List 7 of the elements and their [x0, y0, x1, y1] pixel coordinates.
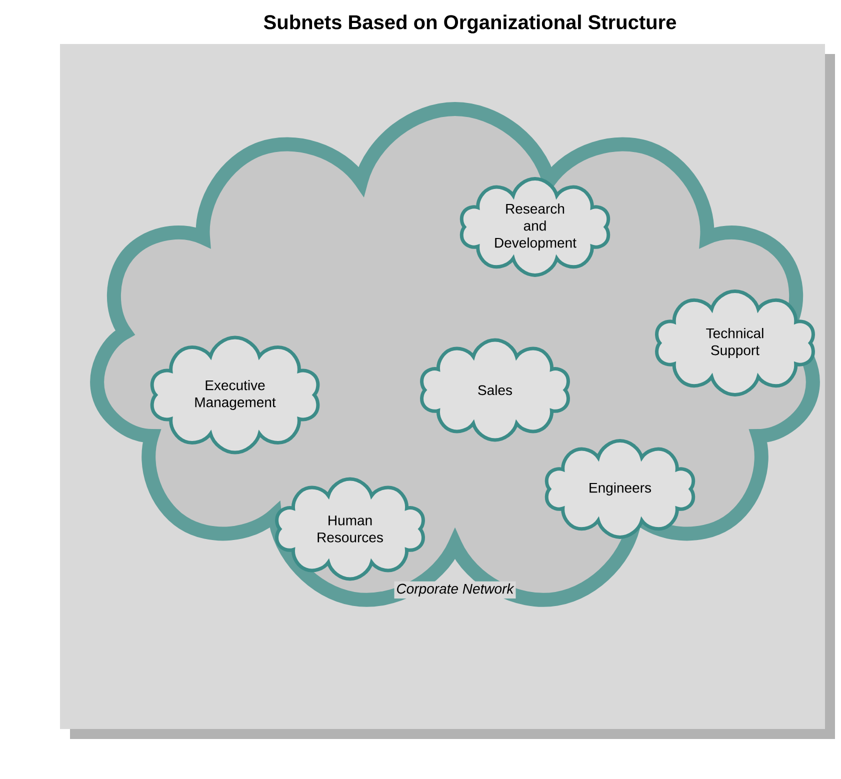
subnet-cloud: Technical Support — [655, 290, 815, 396]
title: Subnets Based on Organizational Structure — [264, 14, 676, 34]
subnet-cloud: Engineers — [544, 439, 696, 539]
subnet-cloud: Research and Development — [460, 177, 610, 277]
subnet-cloud: Sales — [420, 338, 570, 442]
subnet-cloud: Human Resources — [275, 477, 425, 581]
subnet-cloud: Executive Management — [150, 336, 320, 454]
